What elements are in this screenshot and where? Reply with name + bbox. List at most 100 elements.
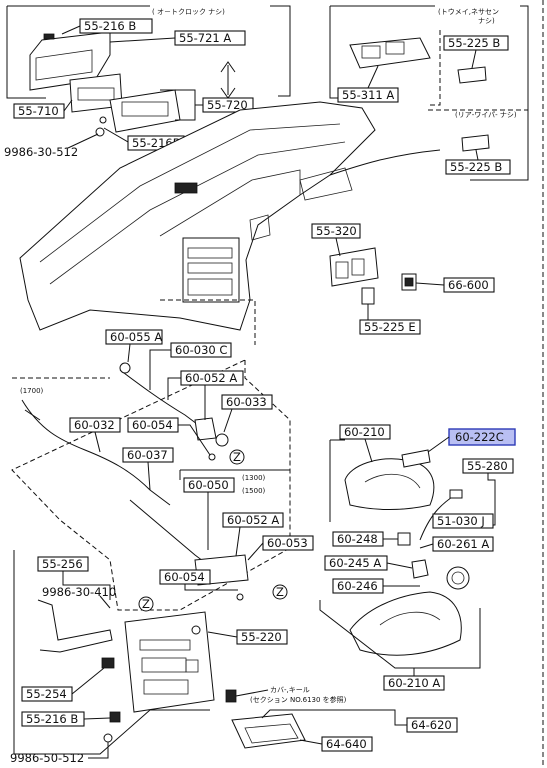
svg-text:55-225 B: 55-225 B xyxy=(448,36,500,50)
group-box-lower-cover xyxy=(319,600,481,669)
svg-text:55-320: 55-320 xyxy=(316,224,357,238)
label-55-254[interactable]: 55-254 xyxy=(21,686,73,702)
label-55-216B-bot[interactable]: 55-216 B xyxy=(21,711,85,727)
label-60-052A-mid[interactable]: 60-052 A xyxy=(222,512,284,528)
up-down-arrow-icon xyxy=(220,61,236,99)
column-cover-lower-part xyxy=(349,591,462,656)
ashtray-part xyxy=(225,689,306,749)
z-callout-2: Z xyxy=(272,584,288,600)
svg-text:60-052 A: 60-052 A xyxy=(185,371,237,385)
group-box-1300 xyxy=(179,469,290,480)
screw-part-bottom xyxy=(103,733,113,743)
label-60-222C-highlighted[interactable]: 60-222C xyxy=(448,428,516,446)
note-clock-none: ( オ－トクロック ナシ) xyxy=(152,8,225,16)
z-callout-3: Z xyxy=(138,596,154,612)
dashboard-assembly xyxy=(19,101,441,331)
label-64-640[interactable]: 64-640 xyxy=(321,736,373,752)
label-60-037[interactable]: 60-037 xyxy=(122,447,174,463)
label-55-216B-top[interactable]: 55-216 B xyxy=(79,18,153,34)
label-60-053[interactable]: 60-053 xyxy=(262,535,314,551)
svg-text:60-210 A: 60-210 A xyxy=(388,676,440,690)
label-60-246[interactable]: 60-246 xyxy=(332,578,384,594)
label-55-256[interactable]: 55-256 xyxy=(37,556,89,572)
svg-text:60-030 C: 60-030 C xyxy=(175,343,227,357)
label-60-033[interactable]: 60-033 xyxy=(221,394,273,410)
label-9986-30-512[interactable]: 9986-30-512 xyxy=(4,145,78,159)
svg-text:60-052 A: 60-052 A xyxy=(227,513,279,527)
label-60-030C[interactable]: 60-030 C xyxy=(170,342,232,358)
label-60-261A[interactable]: 60-261 A xyxy=(432,536,494,552)
label-55-220[interactable]: 55-220 xyxy=(236,629,288,645)
svg-text:60-245 A: 60-245 A xyxy=(329,556,381,570)
label-51-030J[interactable]: 51-030 J xyxy=(432,513,494,529)
svg-text:60-222C: 60-222C xyxy=(455,430,504,444)
label-55-225B-top[interactable]: 55-225 B xyxy=(443,35,509,51)
label-55-720[interactable]: 55-720 xyxy=(202,97,254,113)
svg-text:55-216 B: 55-216 B xyxy=(84,19,136,33)
svg-text:55-225 B: 55-225 B xyxy=(450,160,502,174)
group-box-column xyxy=(329,439,345,522)
label-60-245A[interactable]: 60-245 A xyxy=(324,555,388,571)
label-60-032[interactable]: 60-032 xyxy=(69,417,121,433)
note-tweeter-none: (トウメイ,ネサセン xyxy=(438,8,499,16)
bracket-part xyxy=(37,599,115,669)
svg-text:55-256: 55-256 xyxy=(42,557,83,571)
label-60-054-top[interactable]: 60-054 xyxy=(127,417,179,433)
svg-text:55-721 A: 55-721 A xyxy=(179,31,231,45)
svg-text:64-640: 64-640 xyxy=(326,737,367,751)
svg-text:60-032: 60-032 xyxy=(74,418,115,432)
label-60-210A[interactable]: 60-210 A xyxy=(383,675,445,691)
svg-text:60-246: 60-246 xyxy=(337,579,378,593)
label-9986-30-410[interactable]: 9986-30-410 xyxy=(42,585,116,599)
svg-text:55-225 E: 55-225 E xyxy=(364,320,416,334)
label-60-054-bot[interactable]: 60-054 xyxy=(159,569,211,585)
cable-dashed-link xyxy=(160,299,256,345)
label-55-721A[interactable]: 55-721 A xyxy=(174,30,246,46)
svg-text:60-055 A: 60-055 A xyxy=(110,330,162,344)
svg-text:55-710: 55-710 xyxy=(18,104,59,118)
center-panel-part xyxy=(124,611,215,713)
label-60-055A[interactable]: 60-055 A xyxy=(105,329,163,345)
tweeter-dashed-link xyxy=(430,30,441,106)
label-60-248[interactable]: 60-248 xyxy=(332,531,384,547)
note-1500: (1500) xyxy=(242,487,266,495)
svg-text:60-054: 60-054 xyxy=(132,418,173,432)
label-55-311A[interactable]: 55-311 A xyxy=(337,87,399,103)
svg-text:60-050: 60-050 xyxy=(188,478,229,492)
switch-assembly-part xyxy=(329,247,417,305)
label-60-050[interactable]: 60-050 xyxy=(183,477,235,493)
label-9986-50-512[interactable]: 9986-50-512 xyxy=(10,751,84,765)
svg-text:60-054: 60-054 xyxy=(164,570,205,584)
wire-harness-part xyxy=(419,489,463,541)
label-55-225B-bot[interactable]: 55-225 B xyxy=(445,159,511,175)
svg-text:Z: Z xyxy=(276,585,284,599)
note-1700: (1700) xyxy=(20,387,44,395)
label-55-320[interactable]: 55-320 xyxy=(311,223,361,239)
label-55-225E[interactable]: 55-225 E xyxy=(359,319,421,335)
group-box-clock-top xyxy=(7,5,291,97)
label-64-620[interactable]: 64-620 xyxy=(406,717,458,733)
svg-text:55-216 B: 55-216 B xyxy=(26,712,78,726)
svg-text:60-033: 60-033 xyxy=(226,395,267,409)
group-box-tweeter xyxy=(329,5,529,181)
blank-cover-part-top xyxy=(457,66,487,84)
label-60-210[interactable]: 60-210 xyxy=(339,424,391,440)
screw-part xyxy=(95,116,107,137)
switch-knob-part xyxy=(446,566,470,590)
svg-text:60-037: 60-037 xyxy=(127,448,168,462)
label-60-052A-top[interactable]: 60-052 A xyxy=(180,370,244,386)
label-55-280[interactable]: 55-280 xyxy=(462,458,514,474)
svg-text:64-620: 64-620 xyxy=(411,718,452,732)
column-cover-upper-part xyxy=(344,449,435,510)
switch-panel-part xyxy=(349,37,431,69)
svg-text:60-261 A: 60-261 A xyxy=(437,537,489,551)
svg-text:Z: Z xyxy=(233,450,241,464)
label-55-710[interactable]: 55-710 xyxy=(13,103,65,119)
label-66-600[interactable]: 66-600 xyxy=(443,277,495,293)
svg-text:60-210: 60-210 xyxy=(344,425,385,439)
note-section-ref: (セクション NO.6130 を参照) xyxy=(250,695,347,704)
svg-text:55-311 A: 55-311 A xyxy=(342,88,394,102)
svg-text:55-220: 55-220 xyxy=(241,630,282,644)
svg-text:66-600: 66-600 xyxy=(448,278,489,292)
